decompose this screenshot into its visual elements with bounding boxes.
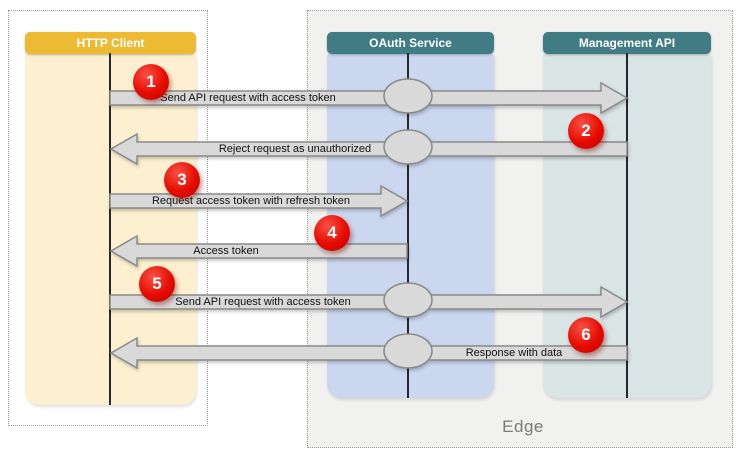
message-label-2: Reject request as unauthorized <box>218 143 372 155</box>
lifeline-hop-1 <box>383 78 433 114</box>
message-arrow-5 <box>109 285 629 319</box>
message-arrow-1 <box>109 81 629 115</box>
lifeline-hop-2 <box>383 129 433 165</box>
step-badge-1: 1 <box>133 64 169 100</box>
message-label-5: Send API request with access token <box>175 296 351 308</box>
message-arrow-6 <box>109 336 628 370</box>
step-badge-2: 2 <box>568 113 604 149</box>
step-badge-6: 6 <box>568 317 604 353</box>
lifeline-oauth-service <box>407 53 409 398</box>
message-arrow-3 <box>109 184 409 218</box>
lifeline-http-client <box>109 53 111 405</box>
step-badge-5: 5 <box>139 266 175 302</box>
lifeline-management-api <box>626 53 628 398</box>
lifeline-hop-6 <box>383 333 433 369</box>
lifeline-hop-5 <box>383 282 433 318</box>
step-badge-4: 4 <box>314 215 350 251</box>
message-label-1: Send API request with access token <box>160 92 336 104</box>
edge-region-caption: Edge <box>502 417 544 436</box>
message-arrow-2 <box>109 132 628 166</box>
step-badge-3: 3 <box>164 162 200 198</box>
message-label-4: Access token <box>193 245 259 257</box>
lane-header-management-api: Management API <box>543 32 711 54</box>
lane-header-http-client: HTTP Client <box>25 32 196 54</box>
message-arrow-4 <box>109 234 408 268</box>
message-label-6: Response with data <box>465 347 563 359</box>
lane-header-oauth-service: OAuth Service <box>327 32 494 54</box>
message-label-3: Request access token with refresh token <box>151 195 351 207</box>
